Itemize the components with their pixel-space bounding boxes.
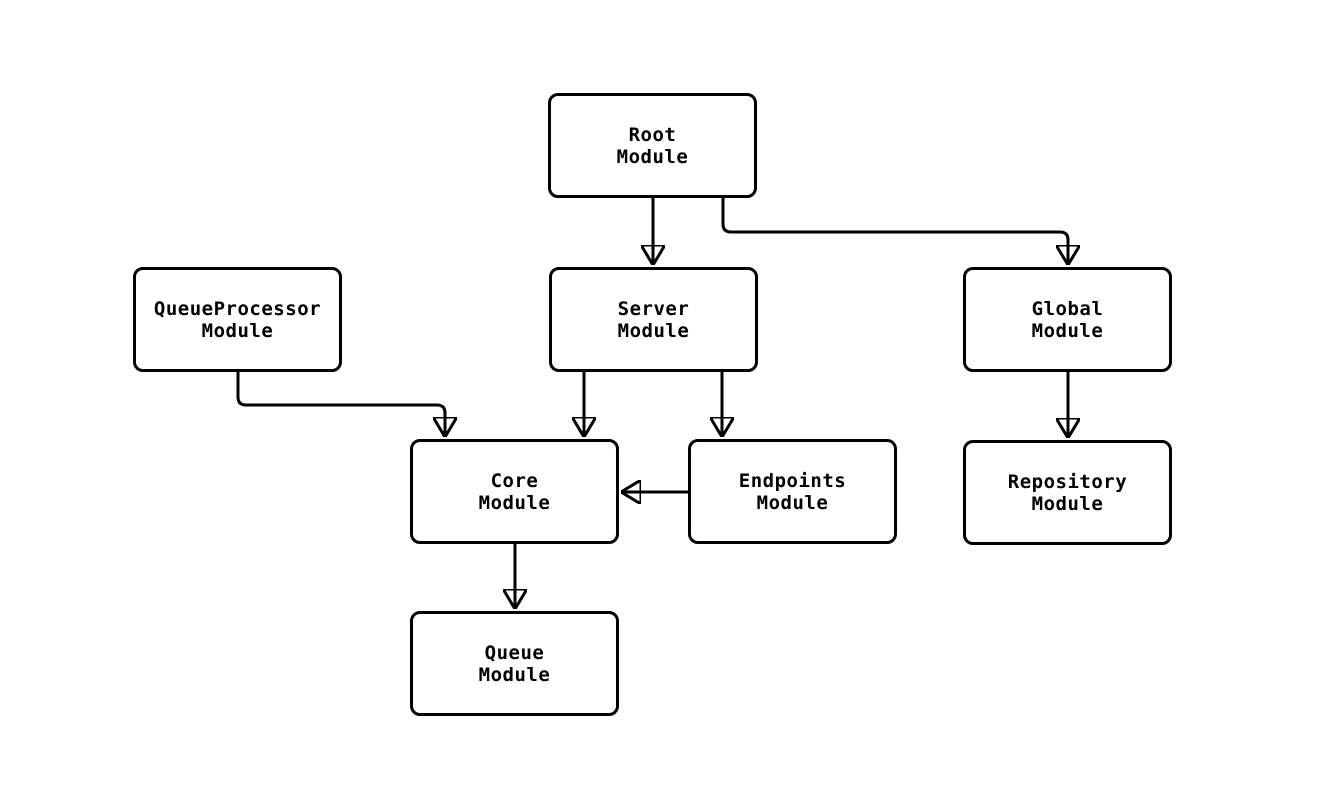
node-queueprocessor-module-label: QueueProcessor Module bbox=[153, 297, 322, 342]
node-core-module: Core Module bbox=[410, 439, 619, 544]
node-queue-module: Queue Module bbox=[410, 611, 619, 716]
node-queue-module-label: Queue Module bbox=[478, 641, 551, 686]
node-endpoints-module: Endpoints Module bbox=[688, 439, 897, 544]
node-core-module-label: Core Module bbox=[478, 469, 551, 514]
node-server-module-label: Server Module bbox=[617, 297, 690, 342]
edge-queueprocessor-to-core bbox=[236, 372, 445, 437]
node-root-module: Root Module bbox=[548, 93, 757, 198]
edge-root-to-global bbox=[721, 198, 1068, 265]
node-root-module-label: Root Module bbox=[616, 123, 689, 168]
node-endpoints-module-label: Endpoints Module bbox=[738, 469, 847, 514]
node-server-module: Server Module bbox=[549, 267, 758, 372]
node-global-module: Global Module bbox=[963, 267, 1172, 372]
node-global-module-label: Global Module bbox=[1031, 297, 1104, 342]
node-repository-module-label: Repository Module bbox=[1007, 470, 1128, 515]
node-queueprocessor-module: QueueProcessor Module bbox=[133, 267, 342, 372]
node-repository-module: Repository Module bbox=[963, 440, 1172, 545]
